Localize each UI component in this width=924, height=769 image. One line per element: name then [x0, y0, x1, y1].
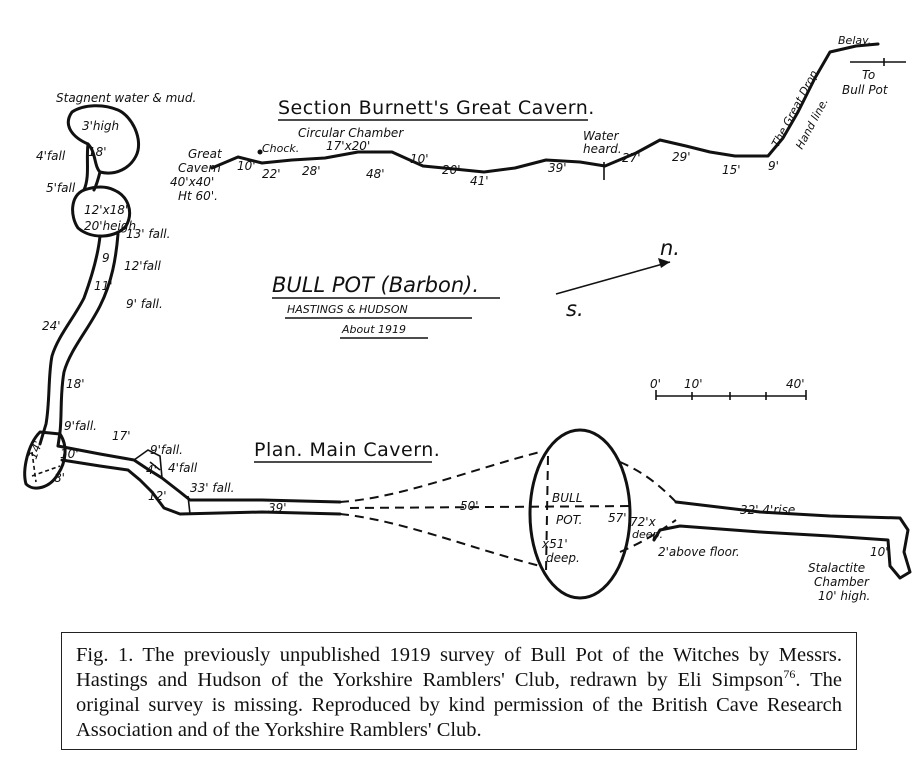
water-heard-label: Water — [583, 129, 620, 143]
plan-label: 33' fall. — [190, 481, 234, 495]
length-label: 9' — [768, 159, 779, 173]
plan-label: 18' — [66, 377, 85, 391]
south-label: s. — [566, 297, 584, 321]
length-label: 15' — [722, 163, 741, 177]
scale-label: 10' — [684, 377, 703, 391]
great-cavern-dims: 40'x40' — [170, 175, 214, 189]
caption-text-continued: . The original survey is missing. Reprod… — [76, 669, 842, 741]
plan-label: 12'x18' — [84, 203, 128, 217]
belay-label: Belay. — [838, 34, 871, 47]
plan-label: 4' — [146, 463, 157, 477]
length-label: 10' — [410, 152, 429, 166]
great-cavern-label-2: Cavern — [178, 161, 221, 175]
plan-label: 9'fall. — [64, 419, 97, 433]
plan-label: deep. — [632, 528, 663, 541]
plan-label: 4'fall — [36, 149, 66, 163]
dashed-connections — [339, 451, 677, 567]
shaft-dashed-line — [545, 455, 549, 573]
great-cavern-label: Great — [188, 147, 223, 161]
plan-label: 2'above floor. — [658, 545, 740, 559]
length-label: 10' — [237, 159, 256, 173]
surveyors-label: HASTINGS & HUDSON — [287, 303, 408, 316]
chock-mark — [257, 149, 263, 155]
north-label: n. — [660, 236, 680, 260]
caption-reference: 76 — [783, 667, 796, 682]
plan-label: 14' — [26, 439, 46, 461]
plan-label: 39' — [268, 501, 287, 515]
caption-text: Fig. 1. The previously unpublished 1919 … — [76, 644, 842, 691]
plan-label: 32' 4'rise — [740, 503, 795, 517]
scale-bar: 0' 10' 40' — [650, 377, 807, 400]
plan-label: 12' — [148, 489, 167, 503]
length-label: 48' — [366, 167, 385, 181]
plan-label: 10' — [870, 545, 889, 559]
great-cavern-height: Ht 60'. — [178, 189, 218, 203]
section-profile — [210, 42, 880, 174]
length-label: 29' — [672, 150, 691, 164]
plan-label: x51' — [541, 537, 568, 551]
plan-label: 17' — [112, 429, 131, 443]
circular-chamber-dims: 17'x20' — [326, 139, 370, 153]
plan-label: 10' — [60, 447, 79, 461]
length-label: 41' — [470, 174, 489, 188]
plan-label: 3'high — [82, 119, 119, 133]
north-arrow: n. s. — [555, 236, 680, 321]
plan-label: 50' — [460, 499, 479, 513]
plan-label: 5'fall — [46, 181, 76, 195]
figure-caption: Fig. 1. The previously unpublished 1919 … — [76, 643, 842, 743]
left-passage-outline — [23, 104, 342, 516]
plan-label: 24' — [42, 319, 61, 333]
water-heard-label-2: heard. — [583, 142, 622, 156]
plan-label: 20'heigh — [84, 219, 136, 233]
length-label: 28' — [302, 164, 321, 178]
plan-label: 57' — [608, 511, 627, 525]
plan-label: 8' — [54, 471, 65, 485]
circular-chamber-label: Circular Chamber — [298, 126, 404, 140]
plan-label: 9'fall. — [150, 443, 183, 457]
plan-label: 9' fall. — [126, 297, 163, 311]
plan-label: 4'fall — [168, 461, 198, 475]
pot-label: POT. — [556, 513, 582, 527]
stalactite-label-2: Chamber — [814, 575, 870, 589]
plan-labels: Stagnent water & mud. 3'high 18' 4'fall … — [26, 91, 889, 603]
plan-label: 9 — [102, 251, 110, 265]
right-passage-outline — [652, 500, 912, 580]
date-label: About 1919 — [341, 323, 406, 336]
stalactite-label-3: 10' high. — [818, 589, 870, 603]
length-label: 22' — [262, 167, 281, 181]
plan-label: 11' — [94, 279, 113, 293]
section-heading: Section Burnett's Great Cavern. — [278, 97, 595, 119]
to-bull-pot-label-2: Bull Pot — [842, 83, 889, 97]
length-label: 39' — [548, 161, 567, 175]
survey-title: BULL POT (Barbon). — [272, 273, 479, 297]
length-label: 20' — [442, 163, 461, 177]
figure-caption-box: Fig. 1. The previously unpublished 1919 … — [61, 632, 857, 750]
plan-label: 12'fall — [124, 259, 161, 273]
section-length-labels: 10' 22' 28' 48' 10' 20' 41' 39' 27' 29' … — [237, 150, 779, 188]
cave-survey-drawing: Section Burnett's Great Cavern. Great Ca… — [23, 34, 912, 603]
scale-label: 40' — [786, 377, 805, 391]
scale-label: 0' — [650, 377, 661, 391]
plan-heading: Plan. Main Cavern. — [254, 439, 440, 461]
plan-label: deep. — [546, 551, 580, 565]
length-label: 27' — [622, 151, 641, 165]
bull-label: BULL — [552, 491, 582, 505]
stalactite-label: Stalactite — [808, 561, 865, 575]
stagnant-water-label: Stagnent water & mud. — [56, 91, 196, 105]
plan-label: 13' fall. — [126, 227, 170, 241]
plan-label: 72'x — [630, 515, 657, 529]
chock-label: Chock. — [262, 142, 299, 155]
bull-pot-shaft — [528, 428, 632, 600]
to-bull-pot-label: To — [862, 68, 875, 82]
plan-label: 18' — [88, 145, 107, 159]
